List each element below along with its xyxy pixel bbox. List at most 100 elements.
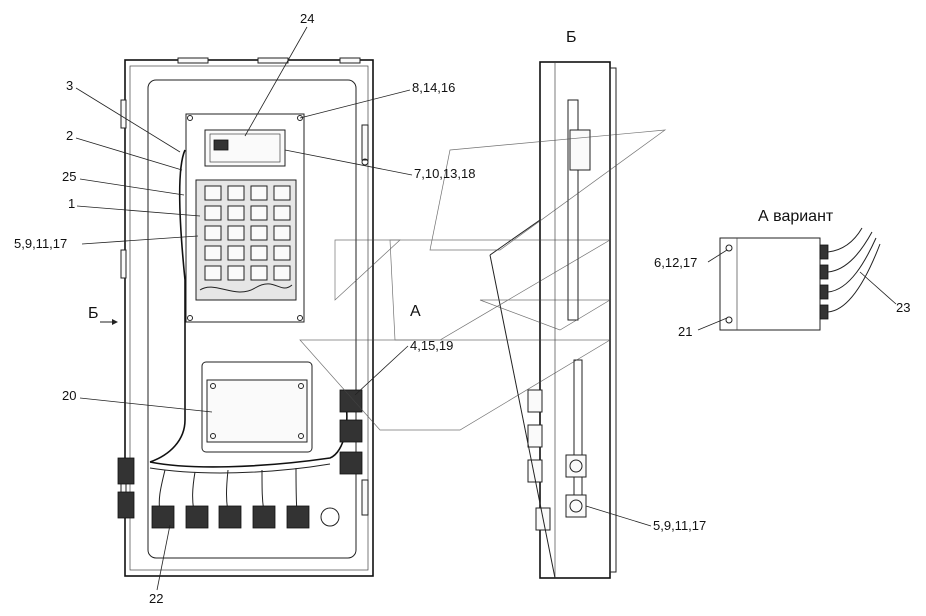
callout-8: 8,14,16 — [412, 80, 455, 95]
leader-23 — [859, 271, 897, 305]
lock-screw — [361, 158, 369, 166]
callout-24: 24 — [300, 11, 314, 26]
cabinet-outer-frame — [124, 59, 374, 577]
side-plug — [527, 459, 543, 483]
variant-screw — [725, 244, 733, 252]
section-arrow-head — [112, 319, 118, 325]
detail-a-variant: А вариант — [719, 208, 881, 331]
left-hinge-1 — [120, 99, 127, 129]
side-plate — [567, 99, 579, 321]
block-wiring — [199, 283, 293, 293]
connector — [252, 505, 276, 529]
cabinet-front-view — [117, 57, 374, 577]
left-hinge-2 — [120, 249, 127, 279]
callout-25: 25 — [62, 169, 76, 184]
plate-screw — [297, 115, 303, 121]
leader-5-right — [585, 505, 652, 527]
callout-5-left: 5,9,11,17 — [14, 236, 67, 251]
relay-cell — [227, 185, 245, 201]
side-connectors — [339, 389, 363, 475]
external-plug — [117, 457, 135, 485]
relay-cell — [204, 205, 222, 221]
plate-screw — [187, 315, 193, 321]
leader-4 — [354, 345, 409, 396]
variant-wire — [827, 243, 881, 313]
variant-wire — [827, 227, 863, 253]
relay-cell — [227, 225, 245, 241]
variant-wire — [827, 237, 877, 293]
connector — [151, 505, 175, 529]
leader-7 — [284, 149, 413, 176]
callout-3: 3 — [66, 78, 73, 93]
side-relay — [569, 129, 591, 171]
bottom-connectors — [151, 505, 340, 529]
callout-4: 4,15,19 — [410, 338, 453, 353]
side-plug — [527, 424, 543, 448]
leader-6 — [707, 249, 728, 263]
connector — [286, 505, 310, 529]
cabinet-inner-frame — [129, 65, 369, 571]
top-tab-3 — [339, 57, 361, 64]
callout-6: 6,12,17 — [654, 255, 697, 270]
variant-wire — [827, 231, 873, 273]
side-connector — [565, 494, 587, 518]
relay-cell — [273, 265, 291, 281]
leader-20 — [79, 397, 213, 413]
relay-cell — [204, 225, 222, 241]
top-tab-2 — [257, 57, 289, 64]
leader-1 — [76, 205, 201, 217]
side-view-label: Б — [566, 29, 577, 46]
relay-connector — [213, 139, 229, 151]
relay-grid — [204, 185, 291, 281]
leader-22 — [156, 524, 171, 591]
callout-1: 1 — [68, 196, 75, 211]
external-plug — [117, 491, 135, 519]
variant-box — [719, 237, 821, 331]
vertical-harness — [149, 149, 186, 463]
open-door-top — [489, 219, 541, 256]
plate-screw — [187, 115, 193, 121]
relay-cell — [273, 245, 291, 261]
leader-5-left — [81, 235, 199, 245]
relay-cell — [204, 185, 222, 201]
top-tab-1 — [177, 57, 209, 64]
leader-24 — [244, 26, 308, 137]
connector — [339, 451, 363, 475]
cabinet-side-view: Б — [489, 29, 617, 579]
horizontal-harness-2 — [149, 463, 331, 474]
callouts: 24 3 2 25 1 5,9,11,17 8,14,16 7,10,13,18… — [14, 11, 910, 606]
cabinet-door-opening — [147, 79, 357, 559]
background-chevrons — [299, 129, 667, 431]
box-screw — [298, 383, 304, 389]
relay-cell — [250, 225, 268, 241]
relay-cell — [273, 225, 291, 241]
box-screw — [298, 433, 304, 439]
control-box-outline — [201, 361, 313, 453]
variant-screw — [725, 316, 733, 324]
chevron — [334, 239, 401, 301]
section-arrow: Б — [88, 305, 118, 325]
side-door-edge — [609, 67, 617, 573]
relay-cell — [227, 265, 245, 281]
callout-22: 22 — [149, 591, 163, 606]
callout-23: 23 — [896, 300, 910, 315]
leader-25 — [79, 178, 185, 196]
side-plug — [527, 389, 543, 413]
side-connector-ring — [569, 499, 583, 513]
side-box — [573, 359, 583, 501]
callout-2: 2 — [66, 128, 73, 143]
section-arrow-label: Б — [88, 305, 99, 322]
box-screw — [210, 383, 216, 389]
chevron — [429, 129, 667, 251]
harness-drop — [295, 467, 298, 513]
relay-cell — [204, 265, 222, 281]
leader-3 — [75, 87, 181, 153]
detail-a-label: А — [410, 303, 421, 320]
gland — [320, 507, 340, 527]
connector — [218, 505, 242, 529]
door-lock-bottom — [361, 479, 369, 516]
variant-title: А вариант — [758, 208, 834, 225]
relay-cell — [250, 245, 268, 261]
